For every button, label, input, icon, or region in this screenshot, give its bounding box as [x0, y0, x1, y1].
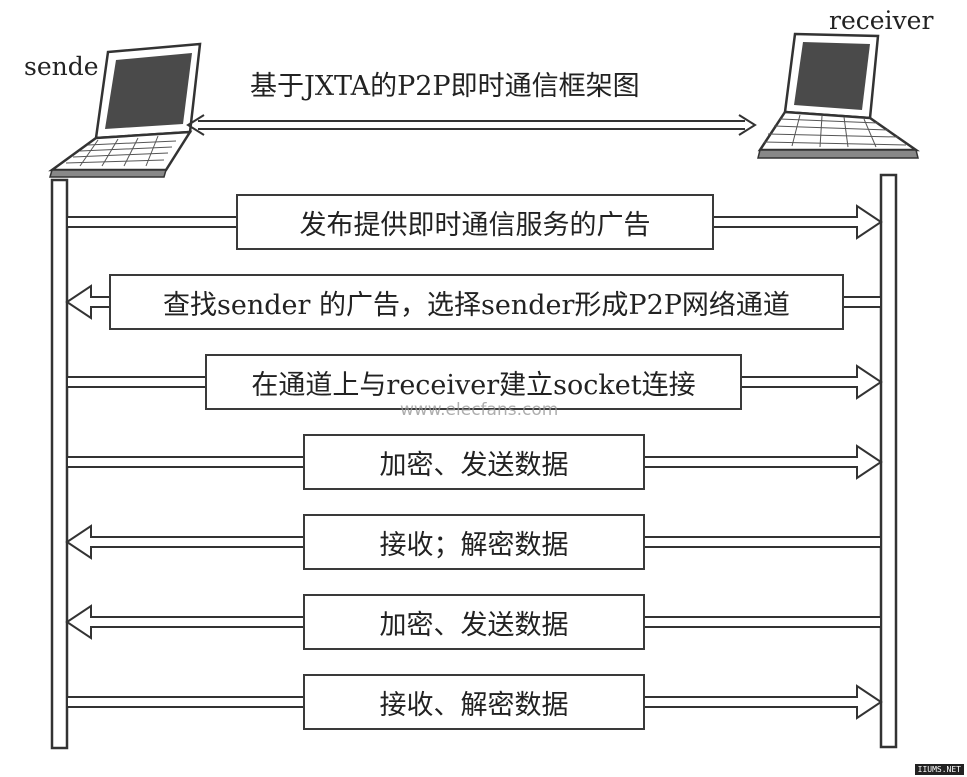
message-3-label: 在通道上与receiver建立socket连接 [205, 354, 742, 410]
diagram-title: 基于JXTA的P2P即时通信框架图 [250, 71, 640, 102]
message-5-label: 接收；解密数据 [303, 514, 645, 570]
message-7-label: 接收、解密数据 [303, 674, 645, 730]
lifeline-receiver [879, 173, 898, 749]
connection-double-arrow [186, 114, 757, 136]
lifeline-sender [50, 178, 69, 750]
corner-badge: IIUMS.NET [914, 764, 964, 775]
watermark: www.elecfans.com [400, 400, 559, 420]
message-4-label: 加密、发送数据 [303, 434, 645, 490]
sender-label: sende [24, 52, 99, 81]
message-1-label: 发布提供即时通信服务的广告 [236, 194, 714, 250]
message-2-label: 查找sender 的广告，选择sender形成P2P网络通道 [109, 274, 844, 330]
message-6-label: 加密、发送数据 [303, 594, 645, 650]
receiver-label: receiver [829, 6, 934, 35]
laptop-icon-left [48, 42, 202, 178]
laptop-icon-right [757, 32, 920, 159]
